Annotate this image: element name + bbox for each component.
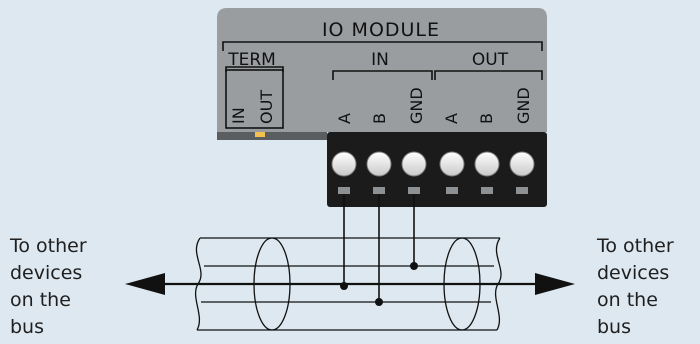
right-label-line: bus (597, 316, 632, 338)
in-pin-gnd: GND (407, 87, 426, 124)
left-side-label: To other devices on the bus (10, 233, 87, 341)
right-label-line: devices (597, 262, 670, 284)
wire-slot (446, 187, 458, 194)
screw-terminal-in-gnd (401, 151, 427, 177)
junction-b (375, 298, 383, 306)
out-pin-a: A (442, 113, 461, 124)
out-pin-gnd: GND (514, 87, 533, 124)
bus-arrowhead-left (125, 273, 165, 295)
term-pin-out: OUT (257, 90, 276, 124)
in-label: IN (371, 50, 389, 70)
wire-slot (408, 187, 420, 194)
in-bracket (332, 70, 433, 80)
wire-slot (373, 187, 385, 194)
wire-entry-slots (338, 187, 528, 194)
term-label: TERM (227, 50, 276, 70)
left-label-line: on the (10, 289, 71, 311)
screw-terminal-out-a (439, 151, 465, 177)
wire-slot (481, 187, 493, 194)
right-label-line: To other (597, 235, 674, 257)
bus-arrow (125, 273, 575, 295)
in-pin-a: A (335, 113, 354, 124)
module-title: IO MODULE (322, 19, 440, 41)
right-side-label: To other devices on the bus (597, 233, 674, 341)
left-label-line: To other (10, 235, 87, 257)
bus-arrowhead-right (535, 273, 575, 295)
term-box (225, 69, 284, 129)
out-pin-b: B (477, 113, 496, 124)
wire-slot (516, 187, 528, 194)
io-module-body (217, 8, 547, 132)
right-label-line: on the (597, 289, 658, 311)
shielded-cable (194, 237, 502, 331)
screw-terminals (331, 151, 535, 177)
module-bottom-shadow (217, 132, 327, 140)
screw-terminal-in-a (331, 151, 357, 177)
junction-gnd (410, 262, 418, 270)
module-top-bracket (222, 41, 543, 51)
in-pin-b: B (370, 113, 389, 124)
screw-terminal-out-gnd (509, 151, 535, 177)
junction-dots (340, 262, 418, 306)
out-label: OUT (472, 50, 509, 70)
screw-terminal-out-b (474, 151, 500, 177)
term-pin-in: IN (229, 107, 248, 124)
wire-slot (338, 187, 350, 194)
junction-a (340, 282, 348, 290)
left-label-line: bus (10, 316, 45, 338)
left-label-line: devices (10, 262, 83, 284)
drop-wires (343, 194, 415, 302)
out-bracket (434, 70, 543, 80)
term-indicator (255, 132, 265, 137)
screw-terminal-in-b (366, 151, 392, 177)
